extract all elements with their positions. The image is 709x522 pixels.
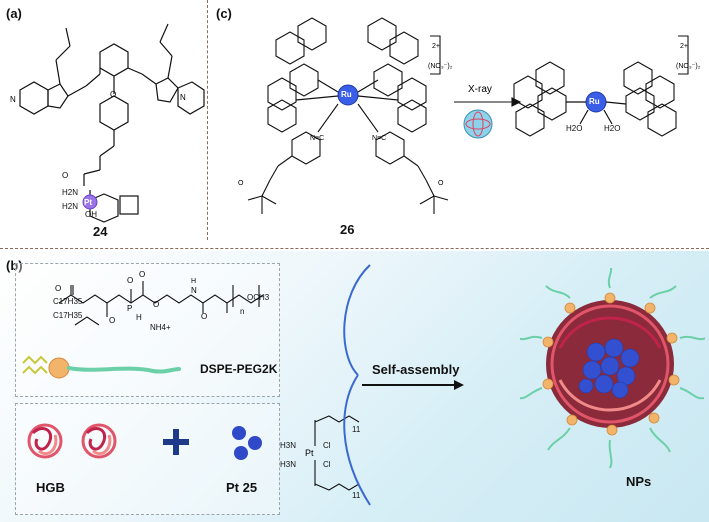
eleven-top-label: 11 xyxy=(352,425,361,434)
svg-text:O: O xyxy=(139,270,145,279)
svg-text:P: P xyxy=(127,304,132,313)
hgb-label: HGB xyxy=(36,480,65,495)
svg-text:2+: 2+ xyxy=(680,43,688,50)
och3-label: OCH3 xyxy=(247,293,270,302)
cl-top-label: Cl xyxy=(323,441,331,450)
svg-text:H: H xyxy=(191,278,196,285)
svg-text:N: N xyxy=(191,286,197,295)
pt25-label: Pt 25 xyxy=(226,480,258,495)
nanoparticle-label: NPs xyxy=(626,474,652,489)
compound-26-label: 26 xyxy=(340,222,355,237)
svg-text:O: O xyxy=(238,180,244,187)
dspe-peg-label: DSPE-PEG2K xyxy=(200,362,278,376)
panel-a-label: (a) xyxy=(6,6,22,21)
components-box xyxy=(15,403,280,515)
svg-text:O: O xyxy=(109,316,115,325)
h2o-right-label: H2O xyxy=(604,124,621,133)
nh4-label: NH4+ xyxy=(150,323,171,332)
svg-text:2+: 2+ xyxy=(432,43,440,50)
self-assembly-arrow xyxy=(343,264,464,506)
self-assembly-label: Self-assembly xyxy=(372,362,460,377)
svg-text:Pt: Pt xyxy=(305,448,314,458)
svg-text:(NO₃⁻)₂: (NO₃⁻)₂ xyxy=(428,63,453,70)
panel-divider-horizontal xyxy=(0,248,709,249)
h2n-top-label: H2N xyxy=(62,188,79,197)
compound-26-scheme: X-ray 2+ (NO₃⁻)₂ 2+ (NO₃⁻)₂ N≡C N≡C O O xyxy=(238,17,701,214)
panel-b-label: (b) xyxy=(6,258,23,273)
svg-text:O: O xyxy=(201,312,207,321)
hgb-pt-components xyxy=(27,423,262,460)
svg-text:O: O xyxy=(55,284,61,293)
pt-prodrug-structure: Pt xyxy=(305,415,360,491)
svg-text:N: N xyxy=(180,93,186,102)
svg-text:N≡C: N≡C xyxy=(372,135,386,142)
n-subscript-label: n xyxy=(240,307,245,316)
panel-divider-vertical xyxy=(207,0,208,240)
h2o-left-label: H2O xyxy=(566,124,583,133)
svg-text:O: O xyxy=(62,171,68,180)
eleven-bottom-label: 11 xyxy=(352,491,361,500)
cl-bottom-label: Cl xyxy=(323,460,331,469)
compound-24-structure: N N O O xyxy=(10,23,205,223)
panel-c-label: (c) xyxy=(216,6,232,21)
svg-text:O: O xyxy=(127,276,133,285)
svg-text:O: O xyxy=(438,180,444,187)
ru-label-26: Ru xyxy=(341,90,352,99)
oh-label: OH xyxy=(85,210,97,219)
svg-text:N≡C: N≡C xyxy=(310,135,324,142)
c17h35-a-label: C17H35 xyxy=(53,297,83,306)
h-stereo-label: H xyxy=(136,313,142,322)
h3n-bottom-label: H3N xyxy=(280,460,297,469)
svg-text:O: O xyxy=(153,300,159,309)
h3n-top-label: H3N xyxy=(280,441,297,450)
nanoparticle-illustration xyxy=(520,268,705,469)
pt-center-label: Pt xyxy=(84,198,92,207)
svg-text:(NO₃⁻)₂: (NO₃⁻)₂ xyxy=(676,63,701,70)
c17h35-b-label: C17H35 xyxy=(53,311,83,320)
svg-text:X-ray: X-ray xyxy=(468,84,492,95)
ru-label-product: Ru xyxy=(589,97,600,106)
svg-text:O: O xyxy=(110,90,116,99)
dspe-peg-structure: O O P O N H O O O xyxy=(22,270,264,379)
svg-text:N: N xyxy=(10,95,16,104)
compound-24-label: 24 xyxy=(93,224,108,239)
h2n-bottom-label: H2N xyxy=(62,202,79,211)
